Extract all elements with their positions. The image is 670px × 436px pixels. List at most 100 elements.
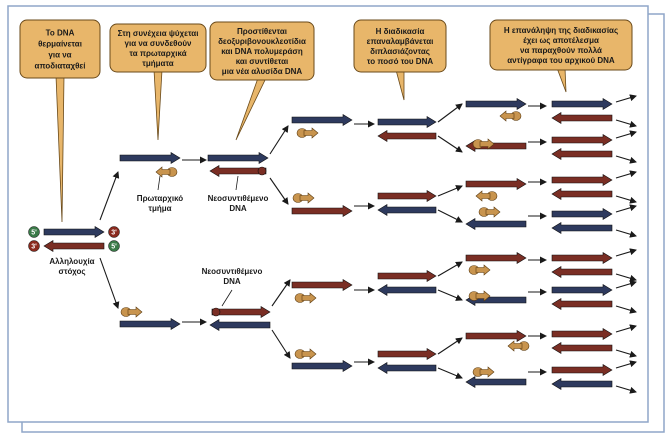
callout-text-line: και DNA πολυμεράση xyxy=(221,47,303,56)
callout-text-line: τα πρωταρχικά xyxy=(129,49,186,58)
cycle2-strand xyxy=(291,359,353,373)
flow-arrow xyxy=(615,248,637,257)
strand-end-badge: 3' xyxy=(28,240,40,252)
new-dna-label-top-line: DNA xyxy=(229,204,247,213)
flow-arrow xyxy=(437,261,463,277)
flow-arrow xyxy=(615,349,637,358)
new-strand-red-bottom xyxy=(211,305,271,319)
cycle5-strand xyxy=(551,187,613,201)
callout-box xyxy=(109,23,207,73)
primer-icon xyxy=(478,206,501,218)
cycle3-strand xyxy=(377,347,437,361)
callout-text-line: δεοξυριβονουκλεοτίδια xyxy=(218,37,306,46)
cycle5-strand xyxy=(551,97,613,111)
flow-arrow xyxy=(615,229,637,238)
cycle4-strand xyxy=(465,97,527,111)
cycle5-strand xyxy=(551,173,613,187)
flow-arrow xyxy=(615,204,637,213)
callout-text-line: διπλασιάζοντας xyxy=(370,47,430,56)
flow-arrow xyxy=(99,257,120,309)
flow-arrow xyxy=(615,385,637,394)
strand-end-text: 5' xyxy=(31,230,37,237)
callout-text-line: έχει ως αποτέλεσμα xyxy=(523,36,599,45)
new-dna-label-pointer xyxy=(235,175,239,191)
cycle5-strand xyxy=(551,283,613,297)
strand-end-badge: 5' xyxy=(108,240,120,252)
primer-label-line: τμήμα xyxy=(148,204,171,213)
callout-text-line: Η διαδικασία xyxy=(376,27,425,36)
callout-text-line: τμήματα xyxy=(142,59,174,68)
callout-text-line: Το DNA xyxy=(46,29,75,38)
denatured-strand-blue xyxy=(119,151,181,165)
strand-end-text: 3' xyxy=(31,244,37,251)
cycle2-strand xyxy=(291,278,353,292)
callout-text-line: το ποσό του DNA xyxy=(367,57,433,66)
flow-arrow xyxy=(437,337,463,355)
primer-icon xyxy=(294,348,317,360)
cycle5-strand xyxy=(551,341,613,355)
primer-icon xyxy=(155,166,178,178)
callout-text-line: επαναλαμβάνεται xyxy=(367,37,434,46)
cycle4-strand xyxy=(465,329,527,343)
cycle5-strand xyxy=(551,221,613,235)
flow-arrow xyxy=(437,209,463,223)
cycle5-strand xyxy=(551,377,613,391)
cycle4-strand xyxy=(465,251,527,265)
flow-arrow xyxy=(615,170,637,179)
cycle2-strand xyxy=(291,204,353,218)
new-dna-label-top-line: Νεοσυντιθέμενο xyxy=(208,194,269,203)
callout-text-line: αντίγραφα του αρχικού DNA xyxy=(507,56,615,65)
flow-arrow xyxy=(269,177,289,205)
primer-label-line: Πρωταρχικό xyxy=(137,194,184,203)
labels-layer: 5'3'3'5'ΠρωταρχικότμήμαΝεοσυντιθέμενοDNA… xyxy=(28,175,269,307)
template-strand-blue-bottom xyxy=(209,318,271,332)
primer-icon xyxy=(294,292,317,304)
primer-icon xyxy=(472,366,495,378)
cycle4-strand xyxy=(465,177,527,191)
callout-text-line: για να xyxy=(48,51,71,60)
new-strand-red xyxy=(209,164,267,178)
cycle5-strand xyxy=(551,363,613,377)
flow-arrow xyxy=(437,367,463,379)
flow-arrow xyxy=(615,273,637,282)
cycle5-strand xyxy=(551,111,613,125)
flow-arrow xyxy=(615,195,637,204)
polymerase-start-dot xyxy=(257,166,267,176)
cycle5-strand xyxy=(551,147,613,161)
strand-end-text: 5' xyxy=(111,244,117,251)
strands-layer xyxy=(43,97,613,391)
flow-arrow xyxy=(269,125,289,155)
cycle4-strand xyxy=(465,375,527,389)
denatured-strand-blue-bottom xyxy=(119,317,181,331)
primer-label-pointer xyxy=(157,175,161,191)
cycle3-strand xyxy=(377,203,437,217)
callout-box xyxy=(489,19,633,71)
cycle5-strand xyxy=(551,327,613,341)
primer-icon xyxy=(468,264,491,276)
callout-text-line: θερμαίνεται xyxy=(38,40,82,49)
callout-box xyxy=(353,19,447,73)
callout-text-line: Προστίθενται xyxy=(237,27,287,36)
primer-icon xyxy=(292,192,315,204)
flow-arrow xyxy=(437,103,463,123)
cycle3-strand xyxy=(377,269,437,283)
cycle3-strand xyxy=(377,129,437,143)
callout-box xyxy=(209,21,315,81)
callout-4: Η διαδικασίαεπαναλαμβάνεταιδιπλασιάζοντα… xyxy=(353,19,447,101)
cycle3-strand xyxy=(377,115,437,129)
primer-icon xyxy=(120,306,143,318)
flow-arrow xyxy=(271,279,291,307)
cycle3-strand xyxy=(377,189,437,203)
cycle4-strand xyxy=(465,217,527,231)
callout-text-line: να παραχθούν πολλά xyxy=(520,46,602,55)
flow-arrow xyxy=(615,155,637,164)
cycle5-strand xyxy=(551,207,613,221)
